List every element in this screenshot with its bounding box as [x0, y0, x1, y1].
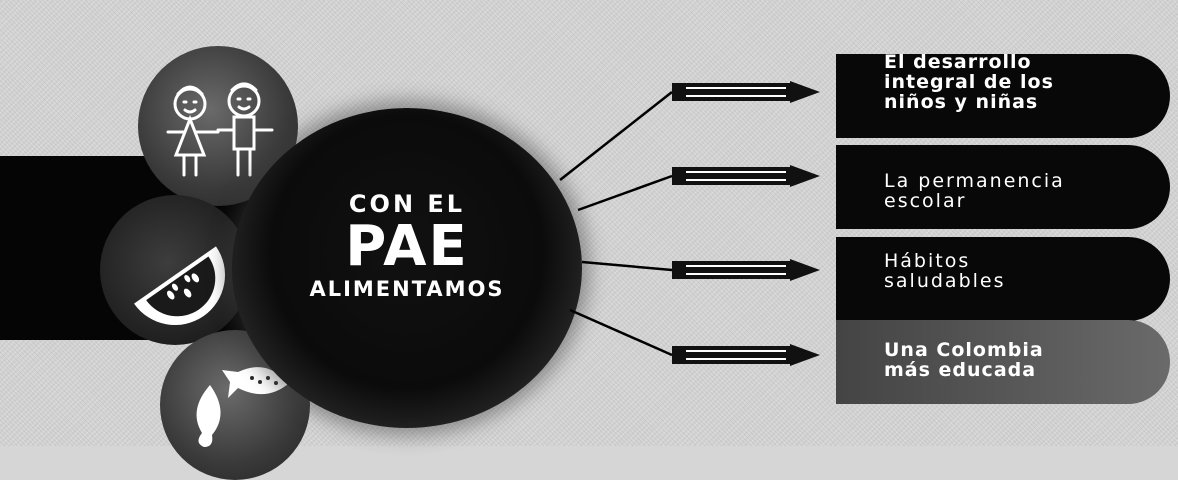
fish-icon [196, 367, 288, 447]
children-icon [166, 82, 274, 177]
benefit-card-4 [836, 320, 1170, 404]
benefit-card-2 [836, 145, 1170, 229]
benefit-card-1 [836, 54, 1170, 138]
center-line-2: PAE [345, 214, 469, 279]
center-line-1: CON EL [348, 190, 466, 218]
pencil-arrow-4 [672, 344, 820, 366]
connector-line-2 [577, 174, 673, 212]
connector-line-4 [569, 308, 673, 357]
pencil-arrow-3 [672, 259, 820, 281]
benefit-text-4: Una Colombia más educada [884, 339, 1044, 381]
benefit-text-3: Hábitos saludables [884, 250, 1006, 292]
watermelon-icon [134, 246, 225, 325]
benefit-text-1: El desarrollo integral de los niños y ni… [884, 51, 1054, 113]
pencil-arrow-1 [672, 81, 820, 103]
fruit-bubble [100, 195, 250, 345]
main-bubble [232, 108, 582, 428]
benefit-text-2: La permanencia escolar [884, 170, 1065, 212]
benefit-card-3 [836, 237, 1170, 321]
center-title: CON EL PAE ALIMENTAMOS [232, 190, 582, 302]
center-line-3: ALIMENTAMOS [309, 277, 505, 301]
connector-line-3 [581, 260, 673, 272]
connectors [559, 81, 820, 366]
connector-line-1 [559, 91, 673, 181]
pencil-arrow-2 [672, 165, 820, 187]
